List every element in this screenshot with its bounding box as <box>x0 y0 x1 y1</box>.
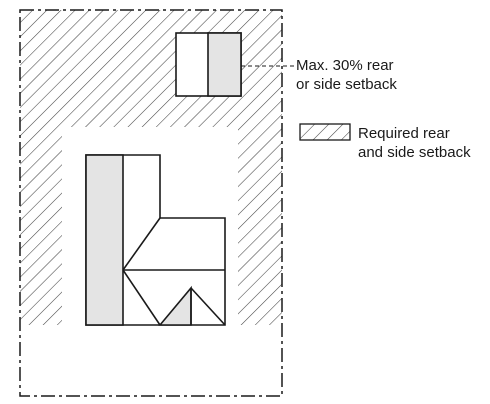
legend-line-2: and side setback <box>358 144 471 161</box>
lot-boundary <box>19 9 283 397</box>
house-footprint <box>85 154 226 326</box>
callout-label: Max. 30% rear or side setback <box>296 56 397 94</box>
legend-line-1: Required rear <box>358 125 450 142</box>
legend-hatch-swatch <box>299 123 351 141</box>
legend-label: Required rear and side setback <box>358 124 471 162</box>
callout-line-1: Max. 30% rear <box>296 57 394 74</box>
callout-line-2: or side setback <box>296 76 397 93</box>
accessory-structure <box>175 32 242 97</box>
